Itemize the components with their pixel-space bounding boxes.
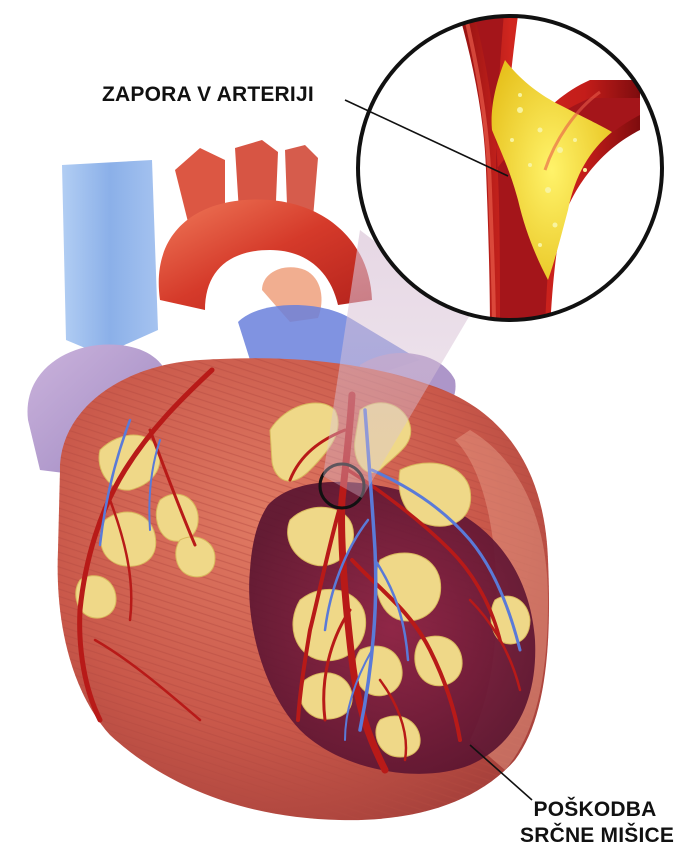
damage-label: POŠKODBA SRČNE MIŠICE [520, 797, 670, 849]
blockage-label: ZAPORA V ARTERIJI [102, 82, 314, 108]
damage-label-line1: POŠKODBA [520, 797, 670, 823]
damage-label-line2: SRČNE MIŠICE [520, 823, 670, 849]
vena-cava [62, 160, 158, 355]
